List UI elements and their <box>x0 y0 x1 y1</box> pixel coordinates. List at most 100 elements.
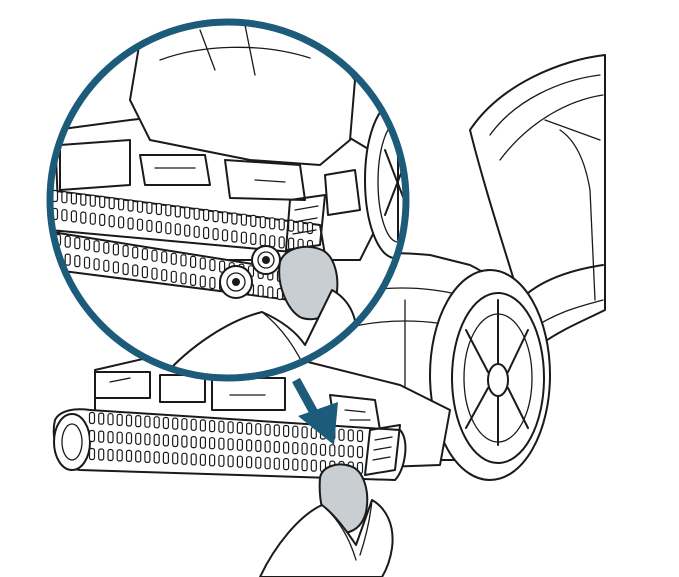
bristle <box>267 286 274 299</box>
bristle <box>174 223 181 236</box>
bristle <box>141 266 148 279</box>
direction-arrow-icon <box>292 377 338 445</box>
bristle <box>184 206 191 219</box>
bristle <box>329 444 336 457</box>
bristle <box>283 424 290 438</box>
bristle <box>116 413 123 426</box>
bristle <box>288 219 295 232</box>
bristle <box>319 443 327 456</box>
bristle <box>246 439 253 452</box>
bristle <box>88 411 96 425</box>
bristle <box>338 428 345 441</box>
bristle <box>181 435 188 448</box>
bristle <box>141 248 148 261</box>
bristle <box>231 212 238 225</box>
bristle <box>236 438 243 451</box>
bristle <box>136 218 144 231</box>
bristle <box>132 264 139 277</box>
bristle <box>218 420 225 433</box>
bristle <box>240 231 247 244</box>
bristle <box>209 437 216 450</box>
bristle <box>88 429 96 443</box>
bristle <box>135 415 142 428</box>
bristle <box>269 235 276 248</box>
hand-icon <box>259 463 394 577</box>
bristle <box>301 426 308 439</box>
bristle <box>347 429 354 442</box>
bristle <box>112 243 120 256</box>
bristle <box>135 450 142 463</box>
bristle <box>165 204 172 217</box>
bristle <box>89 212 96 225</box>
bristle <box>255 439 262 452</box>
bristle <box>74 255 81 268</box>
bristle <box>162 434 169 447</box>
bristle <box>278 236 285 249</box>
bristle <box>146 219 153 232</box>
bristle <box>246 456 253 469</box>
bristle <box>108 215 115 228</box>
bristle <box>193 225 200 238</box>
bristle <box>83 238 91 251</box>
bristle <box>190 436 197 449</box>
bristle <box>127 217 134 230</box>
bristle <box>273 440 280 454</box>
bristle <box>107 448 114 462</box>
bristle <box>269 217 276 230</box>
bristle <box>255 456 262 469</box>
bristle <box>212 228 219 241</box>
bristle <box>162 416 169 430</box>
bristle <box>221 211 229 224</box>
bristle <box>144 450 151 463</box>
bristle <box>255 423 262 436</box>
zoom-callout-icon <box>46 18 410 382</box>
bristle <box>190 453 197 466</box>
bristle <box>310 443 317 456</box>
bristle <box>172 417 179 430</box>
bristle <box>273 457 280 470</box>
bristle <box>174 205 181 218</box>
bristle <box>122 262 129 276</box>
bristle <box>236 421 243 434</box>
bristle <box>89 194 96 207</box>
bristle <box>155 202 162 216</box>
bristle <box>231 230 238 243</box>
bristle <box>136 200 144 213</box>
bristle <box>107 413 114 426</box>
bristle <box>122 244 129 258</box>
bristle <box>310 459 317 472</box>
bristle <box>283 458 290 471</box>
bristle <box>107 431 114 444</box>
bristle <box>80 193 87 206</box>
bristle <box>190 255 197 268</box>
bristle <box>283 441 290 454</box>
bristle <box>117 216 125 229</box>
bristle <box>257 284 264 297</box>
bristle <box>127 199 134 212</box>
bristle <box>103 259 110 272</box>
bristle <box>103 241 110 254</box>
bristle <box>181 452 188 465</box>
bristle <box>190 418 197 431</box>
bristle <box>227 438 234 451</box>
bristle <box>125 432 133 445</box>
bristle <box>99 213 106 226</box>
bristle <box>125 414 133 427</box>
bristle <box>227 455 234 468</box>
bristle <box>61 209 68 222</box>
bristle <box>199 275 206 288</box>
bristle <box>180 254 187 267</box>
bristle <box>83 256 91 269</box>
bristle <box>301 459 308 472</box>
bristle <box>116 431 123 444</box>
bristle <box>259 216 266 229</box>
bristle <box>155 220 162 234</box>
bristle <box>135 432 142 445</box>
bristle <box>199 419 206 432</box>
brush-end-cap <box>364 424 401 476</box>
bristle <box>218 437 225 450</box>
bristle <box>117 198 125 211</box>
bristle <box>80 211 87 224</box>
bristle <box>203 226 210 240</box>
